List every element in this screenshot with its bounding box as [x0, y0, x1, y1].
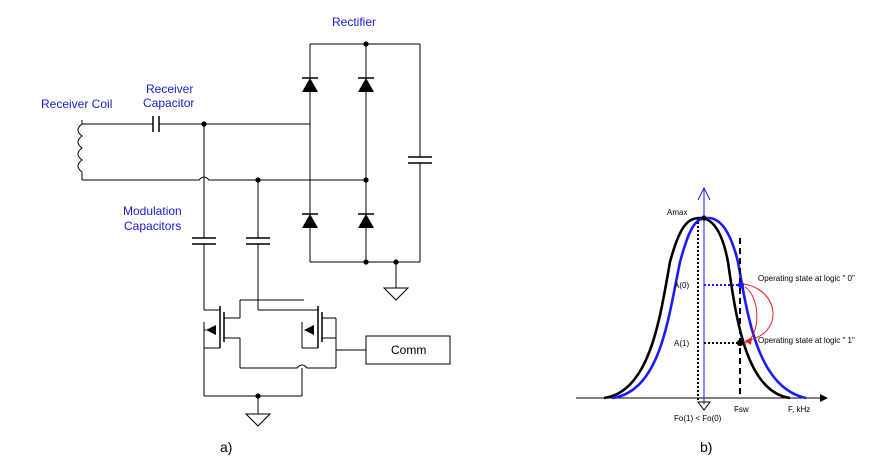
ground-icon	[382, 287, 410, 301]
f-axis-label: F, kHz	[788, 405, 810, 414]
logic0-label: Operating state at logic " 0"	[758, 274, 855, 283]
logic1-label: Operating state at logic " 1"	[758, 336, 855, 345]
diode-top-left	[302, 78, 318, 92]
transition-arrow	[743, 283, 774, 342]
rectifier-label: Rectifier	[332, 15, 376, 29]
comm-label: Comm	[391, 343, 426, 357]
mosfet-1	[203, 244, 304, 368]
receiver-capacitor	[152, 116, 160, 132]
receiver-capacitor-label-line2: Capacitor	[143, 96, 194, 110]
modulation-capacitors-label-line2: Capacitors	[124, 219, 181, 233]
rectifier-bridge	[302, 41, 432, 301]
curve-logic-1	[603, 216, 791, 400]
modulation-capacitors-label-line1: Modulation	[123, 204, 182, 218]
amax-point	[701, 215, 707, 221]
a1-label: A(1)	[674, 339, 689, 348]
diode-bottom-left	[302, 214, 318, 228]
operating-point-1	[736, 339, 744, 347]
a0-label: A(0)	[674, 281, 689, 290]
receiver-capacitor-label-line1: Receiver	[146, 82, 193, 96]
circuit-diagram: Rectifier Receiver Coil Receiver Capacit…	[41, 15, 451, 455]
fo-label: Fo(1) < Fo(0)	[674, 414, 722, 423]
comm-block: Comm	[365, 335, 451, 365]
curve-logic-0	[611, 216, 807, 400]
diode-top-right	[358, 78, 374, 92]
amax-label: Amax	[667, 208, 687, 217]
caption-a: a)	[220, 439, 232, 455]
receiver-coil-label: Receiver Coil	[41, 97, 112, 111]
frequency-response-graph: Amax A(0) A(1) Operating state at logic …	[576, 186, 855, 455]
diode-bottom-right	[358, 214, 374, 228]
fsw-label: Fsw	[734, 405, 749, 414]
ground-icon	[244, 413, 272, 427]
mosfet-2	[257, 244, 366, 368]
operating-point-0	[737, 281, 745, 289]
caption-b: b)	[700, 439, 712, 455]
receiver-coil	[77, 120, 83, 180]
